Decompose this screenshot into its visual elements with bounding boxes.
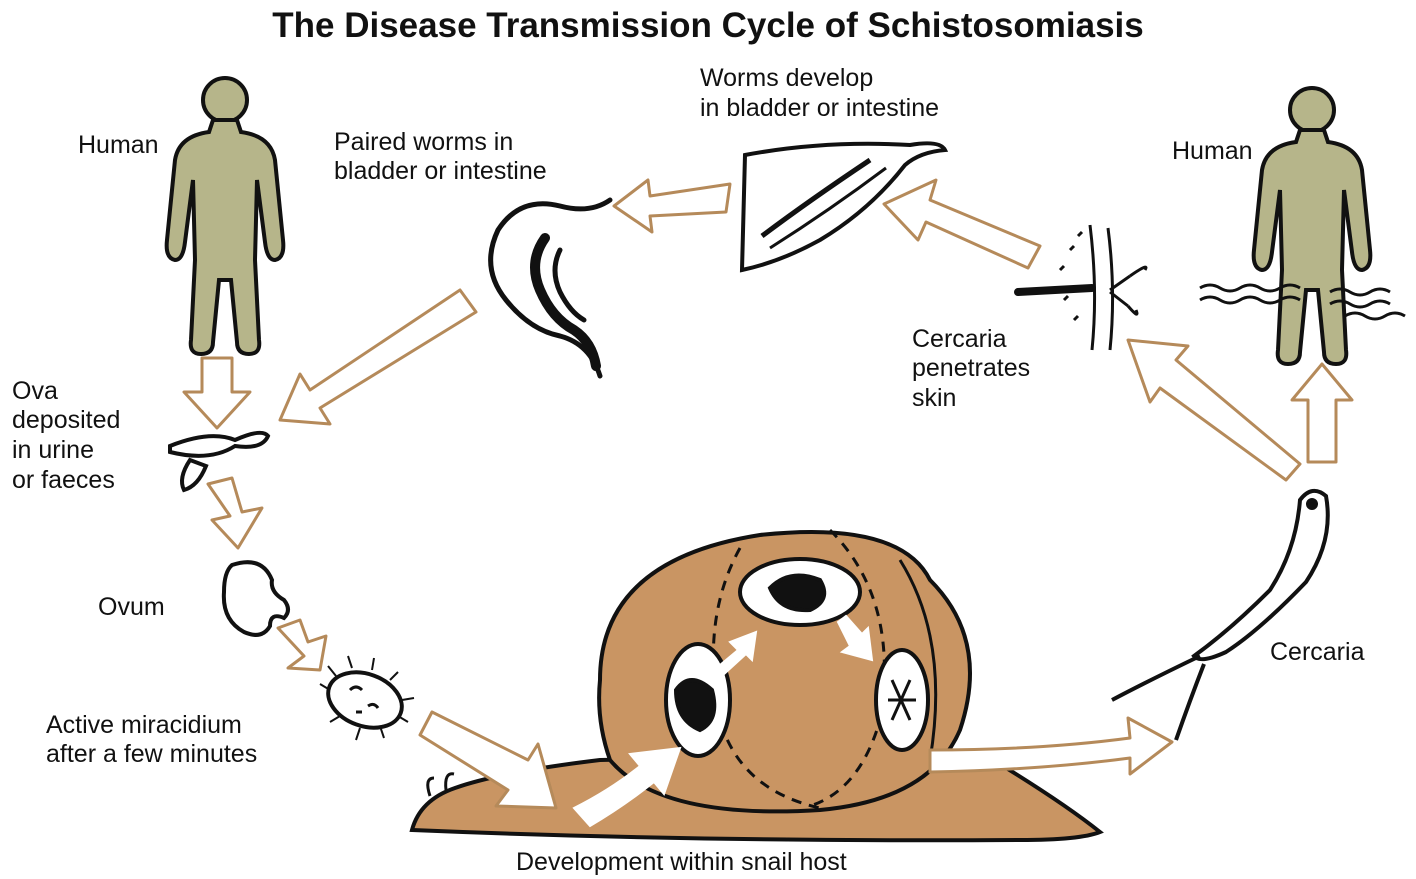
arrow-worms-to-paired — [614, 180, 730, 232]
label-worms-develop-line1: Worms develop — [700, 64, 873, 93]
arrow-cercaria-to-skin — [1128, 340, 1300, 480]
arrow-ova-to-ovum — [208, 478, 262, 548]
label-cercaria-penetrates-line2: penetrates — [912, 354, 1030, 383]
label-cercaria-penetrates-line1: Cercaria — [912, 325, 1006, 354]
label-paired-worms-line2: bladder or intestine — [334, 157, 547, 186]
label-paired-worms-line1: Paired worms in — [334, 128, 513, 157]
human-left-figure — [167, 78, 284, 354]
arrow-cercaria-to-human — [1292, 364, 1352, 462]
arrow-skin-to-worms — [884, 180, 1040, 268]
arrow-snail-to-cercaria — [930, 718, 1172, 774]
label-snail-host: Development within snail host — [516, 848, 847, 877]
label-miracidium-line2: after a few minutes — [46, 740, 257, 769]
human-right-figure — [1254, 88, 1371, 364]
label-ova-line4: or faeces — [12, 466, 115, 495]
label-ova-line2: deposited — [12, 406, 120, 435]
label-cercaria: Cercaria — [1270, 638, 1364, 667]
arrow-ovum-to-miracidium — [278, 620, 326, 670]
label-worms-develop-line2: in bladder or intestine — [700, 94, 939, 123]
label-ova-line3: in urine — [12, 436, 94, 465]
cercaria-icon — [1112, 491, 1328, 740]
miracidium-icon — [320, 656, 414, 740]
arrow-human-to-ova — [184, 358, 250, 428]
arrow-paired-to-ova — [280, 290, 476, 424]
label-ovum: Ovum — [98, 593, 165, 622]
label-cercaria-penetrates-line3: skin — [912, 384, 956, 413]
ovum-icon — [224, 562, 288, 635]
label-miracidium-line1: Active miracidium — [46, 711, 242, 740]
label-ova-line1: Ova — [12, 377, 58, 406]
label-human-right: Human — [1172, 137, 1253, 166]
paired-worms-icon — [491, 200, 610, 376]
label-human-left: Human — [78, 131, 159, 160]
